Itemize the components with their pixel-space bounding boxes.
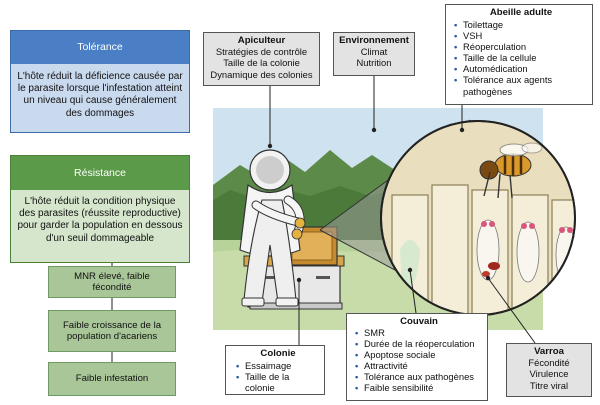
colonie-list: Essaimage Taille de la colonie — [236, 360, 320, 393]
resistance-panel: Résistance L'hôte réduit la condition ph… — [10, 155, 190, 263]
tolerance-text: L'hôte réduit la déficience causée par l… — [17, 71, 183, 119]
list-item: Apoptose sociale — [355, 349, 483, 360]
list-item: Taille de la colonie — [236, 371, 320, 393]
list-item: SMR — [355, 327, 483, 338]
environnement-line: Nutrition — [356, 57, 392, 69]
list-item: Faible sensibilité — [355, 382, 483, 393]
varroa-line: Fécondité — [528, 357, 570, 368]
abeille-adulte-list: Toilettage VSH Réoperculation Taille de … — [454, 19, 588, 97]
apiculteur-line: Dynamique des colonies — [210, 68, 313, 80]
apiculteur-box: Apiculteur Stratégies de contrôle Taille… — [203, 32, 320, 86]
environnement-box: Environnement Climat Nutrition — [333, 32, 415, 76]
environnement-line: Climat — [360, 46, 388, 57]
beekeeper-illustration — [239, 149, 306, 307]
environnement-title: Environnement — [339, 35, 409, 46]
resistance-step-mnr: MNR élevé, faible fécondité — [48, 266, 176, 298]
couvain-box: Couvain SMR Durée de la réoperculation A… — [346, 313, 488, 401]
list-item: Réoperculation — [454, 41, 588, 52]
apiculteur-line: Taille de la colonie — [223, 57, 300, 69]
varroa-title: Varroa — [534, 346, 564, 357]
list-item: Tolérance aux pathogènes — [355, 371, 483, 382]
magnified-comb-illustration — [380, 120, 576, 316]
resistance-text: L'hôte réduit la condition physique des … — [17, 196, 183, 244]
colonie-box: Colonie Essaimage Taille de la colonie — [225, 345, 325, 395]
resistance-step-mite-growth: Faible croissance de la population d'aca… — [48, 310, 176, 352]
tolerance-title: Tolérance — [11, 31, 189, 64]
list-item: Toilettage — [454, 19, 588, 30]
resistance-step-low-infestation: Faible infestation — [48, 362, 176, 396]
couvain-title: Couvain — [400, 316, 438, 327]
resistance-title: Résistance — [11, 156, 189, 190]
list-item: Durée de la réoperculation — [355, 338, 483, 349]
list-item: Tolérance aux agents pathogènes — [454, 74, 588, 96]
abeille-adulte-title: Abeille adulte — [489, 7, 553, 18]
couvain-list: SMR Durée de la réoperculation Apoptose … — [355, 327, 483, 394]
varroa-line: Virulence — [529, 368, 569, 380]
tolerance-panel: Tolérance L'hôte réduit la déficience ca… — [10, 30, 190, 133]
list-item: Taille de la cellule — [454, 52, 588, 63]
apiculteur-line: Stratégies de contrôle — [215, 46, 308, 57]
list-item: Essaimage — [236, 360, 320, 371]
list-item: Attractivité — [355, 360, 483, 371]
colonie-title: Colonie — [260, 348, 296, 359]
apiculteur-title: Apiculteur — [237, 35, 286, 46]
list-item: VSH — [454, 30, 588, 41]
list-item: Automédication — [454, 63, 588, 74]
varroa-line: Titre viral — [529, 379, 569, 391]
varroa-box: Varroa Fécondité Virulence Titre viral — [506, 343, 592, 397]
abeille-adulte-box: Abeille adulte Toilettage VSH Réopercula… — [445, 4, 593, 105]
